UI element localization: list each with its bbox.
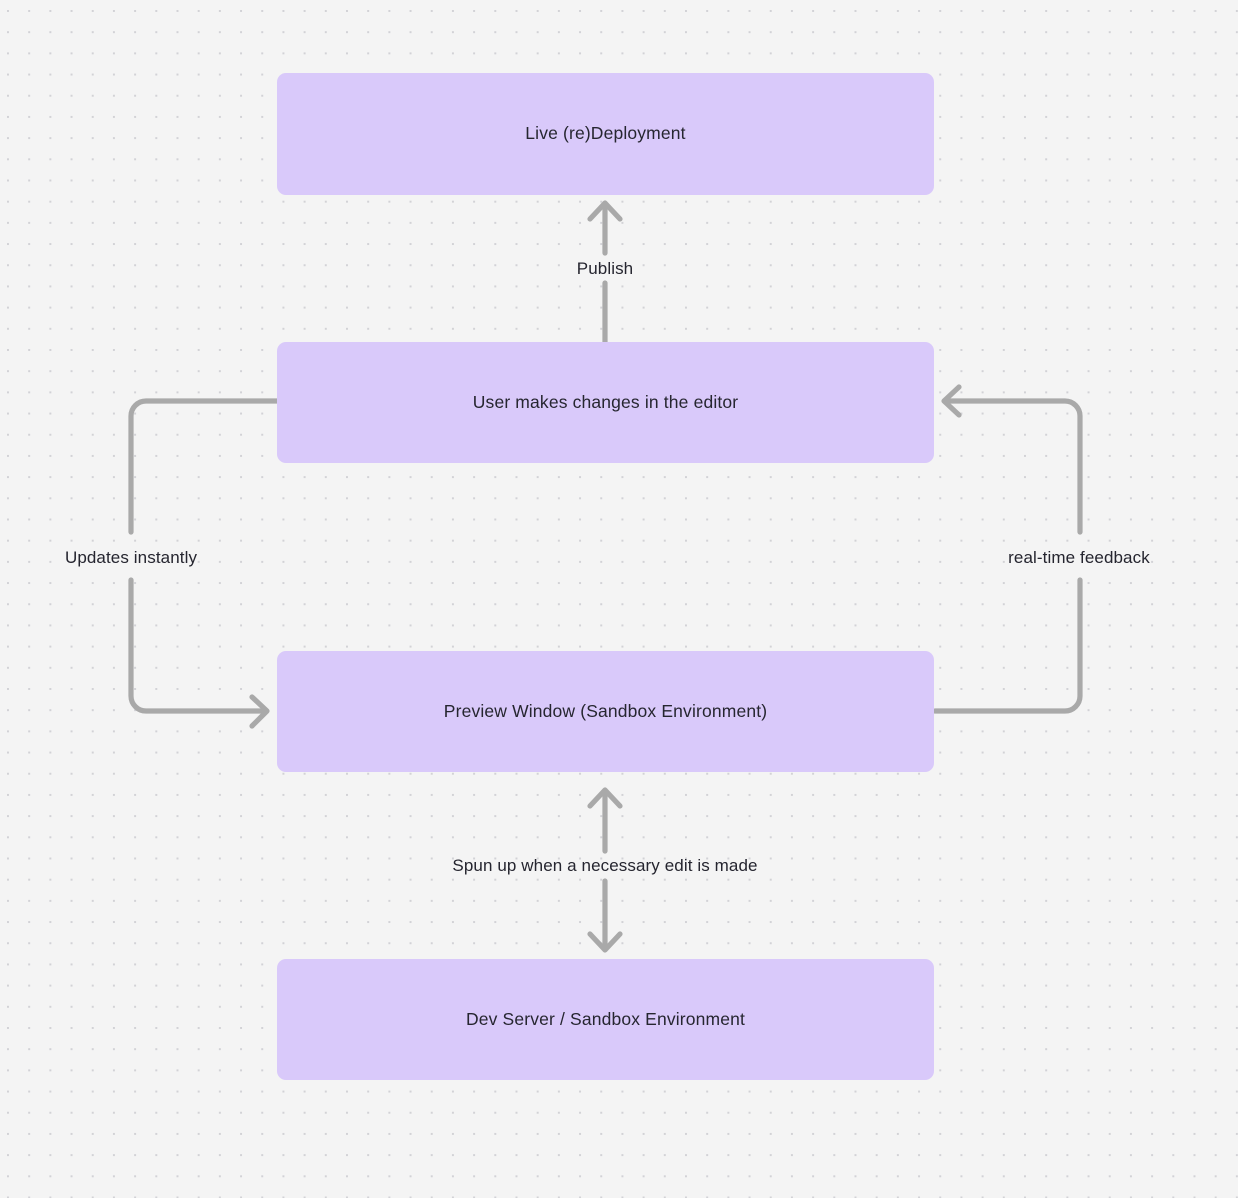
node-user-makes-changes[interactable]: User makes changes in the editor — [277, 342, 934, 463]
arrowhead-up-publish — [587, 200, 623, 222]
arrowhead-up-spunup — [587, 787, 623, 809]
node-dev-server[interactable]: Dev Server / Sandbox Environment — [277, 959, 934, 1080]
edge-label-updates-instantly: Updates instantly — [64, 548, 198, 567]
edge-label-real-time-feedback: real-time feedback — [1008, 548, 1150, 567]
edge-label-publish: Publish — [576, 259, 634, 278]
arrowhead-left-feedback — [941, 384, 962, 418]
arrowhead-down-spunup — [587, 931, 623, 953]
edge-label-spun-up: Spun up when a necessary edit is made — [452, 856, 758, 875]
node-label: Dev Server / Sandbox Environment — [465, 1008, 746, 1029]
node-live-redeployment[interactable]: Live (re)Deployment — [277, 73, 934, 195]
node-label: Live (re)Deployment — [525, 123, 686, 144]
node-label: Preview Window (Sandbox Environment) — [443, 700, 768, 721]
node-label: User makes changes in the editor — [472, 391, 739, 412]
node-preview-window[interactable]: Preview Window (Sandbox Environment) — [277, 651, 934, 772]
arrowhead-right-updates — [249, 694, 270, 729]
